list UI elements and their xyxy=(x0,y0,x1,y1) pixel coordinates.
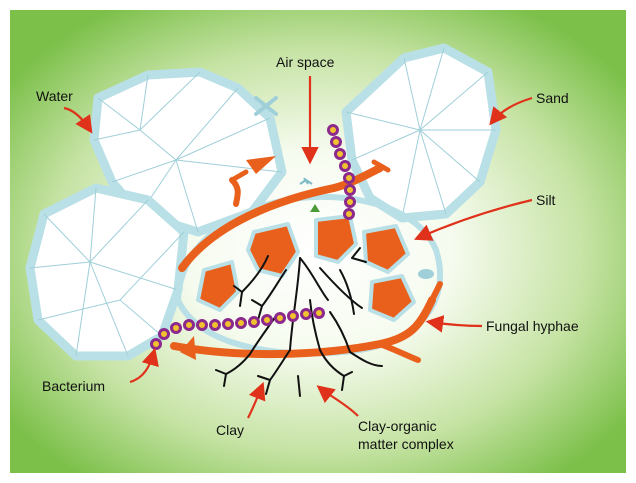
label-sand: Sand xyxy=(536,90,569,106)
label-bacterium: Bacterium xyxy=(42,378,105,394)
label-clay-organic-line2: matter complex xyxy=(358,436,454,452)
label-clay-organic-line1: Clay-organic xyxy=(358,418,437,434)
label-air-space: Air space xyxy=(276,54,334,70)
label-silt: Silt xyxy=(536,192,555,208)
small-organism-right xyxy=(418,269,434,279)
label-clay: Clay xyxy=(216,422,244,438)
label-water: Water xyxy=(36,88,73,104)
label-fungal-hyphae: Fungal hyphae xyxy=(486,318,579,334)
